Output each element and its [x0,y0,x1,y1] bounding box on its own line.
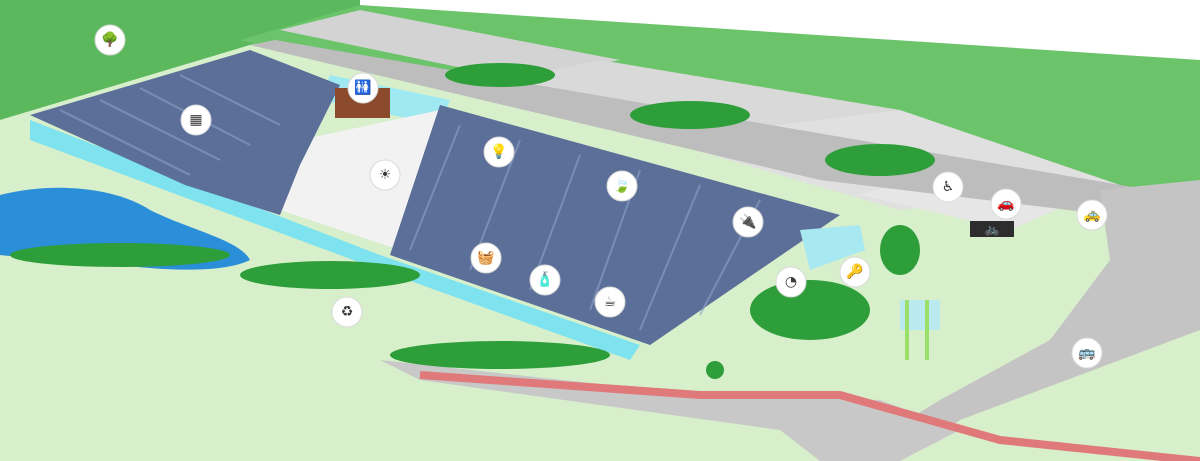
restroom-icon[interactable]: 🚻 [347,72,379,104]
gauge-icon[interactable]: ◔ [775,266,807,298]
led-light-icon[interactable]: 💡 [483,136,515,168]
flags [900,300,940,360]
pedestrian-path [419,371,1200,461]
leaf-icon[interactable]: 🍃 [606,170,638,202]
key-icon[interactable]: 🔑 [839,256,871,288]
entrance-lawn [750,280,870,340]
bicycle-icon[interactable]: 🚲 [970,221,1014,237]
bus-icon[interactable]: 🚌 [1071,337,1103,369]
coffee-cup-icon[interactable]: ☕ [594,286,626,318]
bottle-icon[interactable]: 🧴 [529,264,561,296]
entrance-pavilion [800,225,865,270]
produce-basket-icon[interactable]: 🧺 [470,242,502,274]
grass-area-left [0,0,360,120]
sun-icon[interactable]: ☀ [369,159,401,191]
wheelchair-icon[interactable]: ♿ [932,171,964,203]
building-interior-atrium [280,110,440,250]
recycle-icon[interactable]: ♻ [331,296,363,328]
eco-plug-icon[interactable]: 🔌 [732,206,764,238]
solar-panel-icon[interactable]: ▦ [180,104,212,136]
tree-rows [10,63,935,379]
tree-icon[interactable]: 🌳 [94,24,126,56]
parking-lot-upper [280,10,620,80]
access-road-right [840,180,1200,461]
taxi-icon[interactable]: 🚕 [1076,199,1108,231]
electric-car-icon[interactable]: 🚗 [990,188,1022,220]
solar-roof-left [30,50,340,215]
